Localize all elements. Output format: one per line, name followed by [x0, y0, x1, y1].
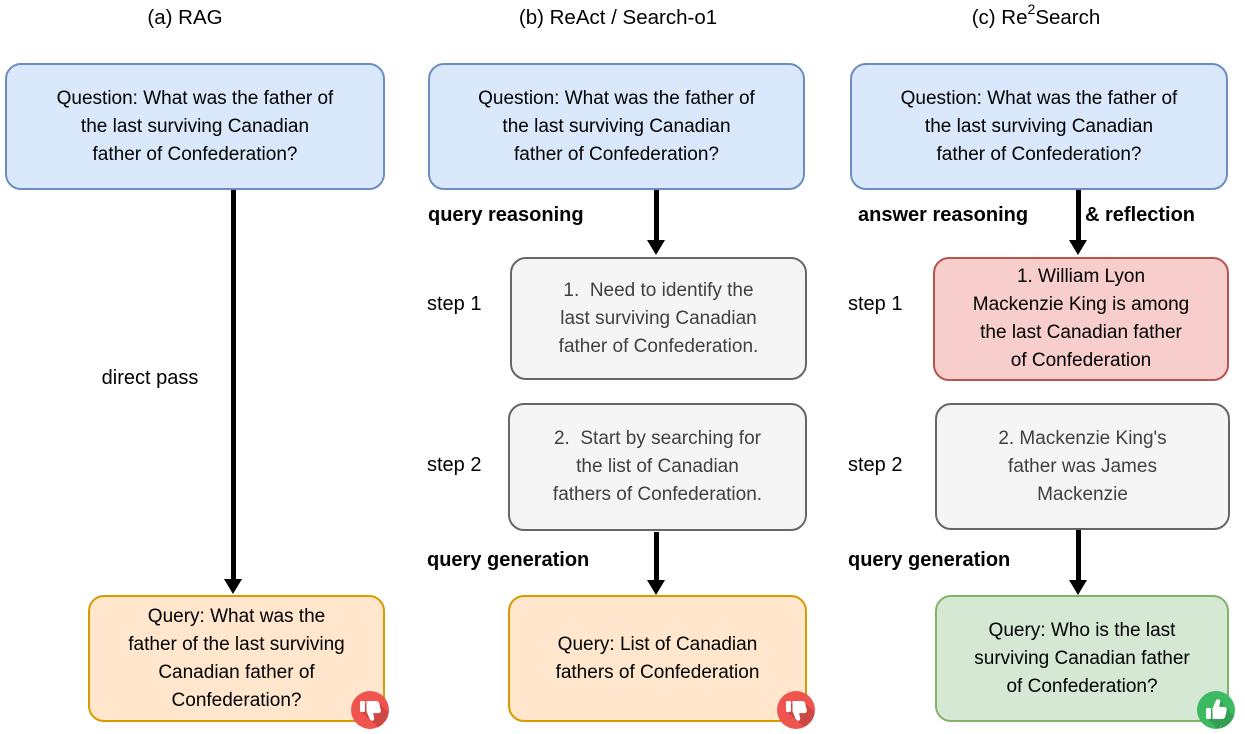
- label-query-generation-c: query generation: [848, 549, 1011, 571]
- step1-label-b: step 1: [427, 293, 482, 315]
- thumbs-down-icon: [351, 691, 389, 729]
- query-box-a: Query: What was the father of the last s…: [88, 595, 385, 722]
- arrow-head-icon: [1069, 580, 1087, 595]
- arrow-shaft: [1075, 190, 1081, 240]
- arrow-b-reasoning: [647, 190, 665, 255]
- arrow-head-icon: [647, 240, 665, 255]
- title-superscript: 2: [1027, 1, 1036, 18]
- label-query-generation-b: query generation: [427, 549, 590, 571]
- label-reflection: & reflection: [1085, 204, 1196, 226]
- arrow-shaft: [1075, 530, 1081, 580]
- step2-label-c: step 2: [848, 454, 903, 476]
- arrow-c-generation: [1069, 530, 1087, 595]
- step1-label-c: step 1: [848, 293, 903, 315]
- column-a-title: (a) RAG: [147, 6, 223, 29]
- query-box-b: Query: List of Canadian fathers of Confe…: [508, 595, 807, 722]
- question-box-c: Question: What was the father of the las…: [850, 63, 1228, 190]
- column-c-title: (c) Re2Search: [886, 2, 1186, 31]
- edge-label-direct-pass: direct pass: [101, 367, 199, 389]
- title-suffix: Search: [1035, 6, 1101, 29]
- arrow-shaft: [653, 190, 659, 240]
- question-box-b: Question: What was the father of the las…: [428, 63, 805, 190]
- arrow-head-icon: [647, 580, 665, 595]
- arrow-shaft: [230, 190, 236, 579]
- query-box-c: Query: Who is the last surviving Canadia…: [935, 595, 1229, 722]
- question-box-a: Question: What was the father of the las…: [5, 63, 385, 190]
- step1-box-c: 1. William Lyon Mackenzie King is among …: [933, 257, 1229, 381]
- arrow-b-generation: [647, 532, 665, 595]
- step1-box-b: 1. Need to identify the last surviving C…: [510, 257, 807, 380]
- step2-label-b: step 2: [427, 454, 482, 476]
- column-b-title: (b) ReAct / Search-o1: [518, 6, 718, 29]
- thumbs-up-icon: [1197, 691, 1235, 729]
- arrow-shaft: [653, 532, 659, 580]
- label-answer-reasoning: answer reasoning: [858, 204, 1029, 226]
- arrow-direct-pass: [224, 190, 242, 594]
- title-prefix: (c) Re: [971, 6, 1028, 29]
- arrow-c-reasoning: [1069, 190, 1087, 255]
- step2-box-b: 2. Start by searching for the list of Ca…: [508, 403, 807, 531]
- arrow-head-icon: [224, 579, 242, 594]
- arrow-head-icon: [1069, 240, 1087, 255]
- thumbs-down-icon: [777, 691, 815, 729]
- step2-box-c: 2. Mackenzie King's father was James Mac…: [935, 403, 1230, 530]
- label-query-reasoning: query reasoning: [428, 204, 584, 226]
